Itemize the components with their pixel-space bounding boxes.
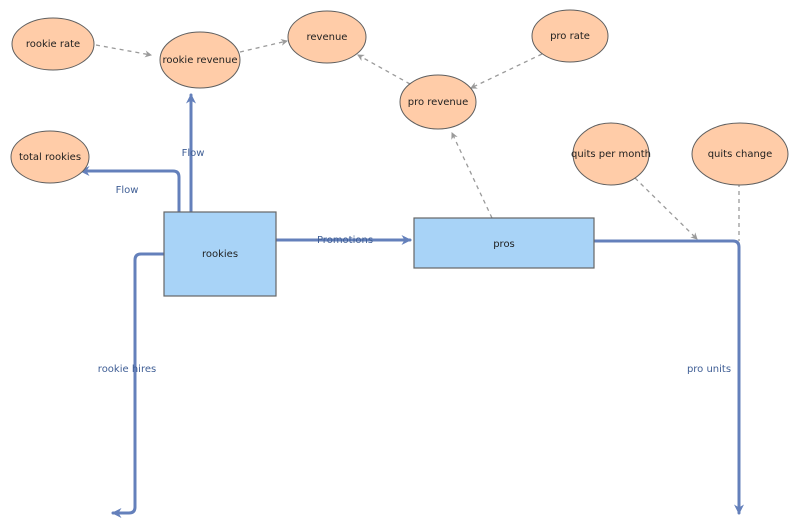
node-revenue[interactable]: revenue (287, 10, 367, 64)
node-pro-rate-label: pro rate (550, 31, 590, 42)
flow-flow-left[interactable] (79, 166, 181, 214)
flow-rookie-hires[interactable] (111, 252, 166, 518)
stock-rookies[interactable]: rookies (163, 211, 277, 297)
link-rookie-rate-to-rookie-revenue (95, 44, 153, 58)
node-rookie-rate[interactable]: rookie rate (11, 17, 95, 71)
node-total-rookies-label: total rookies (19, 152, 81, 163)
node-revenue-label: revenue (307, 32, 348, 43)
node-pro-rate[interactable]: pro rate (531, 9, 609, 63)
flow-label-flow-left: Flow (116, 185, 139, 196)
node-rookie-revenue-label: rookie revenue (163, 55, 238, 66)
node-quits-per-month-label: quits per month (571, 149, 651, 160)
stock-rookies-label: rookies (202, 249, 238, 260)
node-total-rookies[interactable]: total rookies (10, 130, 90, 184)
link-quits-per-month-to-pro-units (634, 177, 698, 240)
link-rookie-revenue-to-revenue (239, 38, 289, 53)
node-quits-per-month[interactable]: quits per month (571, 122, 651, 186)
link-pro-revenue-to-revenue (357, 54, 411, 85)
flow-pro-units[interactable] (593, 239, 744, 515)
flow-label-rookie-hires: rookie hires (98, 364, 156, 375)
stock-pros-label: pros (493, 239, 515, 250)
node-quits-change-label: quits change (708, 149, 773, 160)
node-rookie-rate-label: rookie rate (26, 39, 80, 50)
flow-label-pro-units: pro units (687, 364, 731, 375)
node-pro-revenue-label: pro revenue (408, 97, 468, 108)
node-quits-change[interactable]: quits change (691, 122, 789, 186)
node-rookie-revenue[interactable]: rookie revenue (159, 31, 241, 89)
stock-pros[interactable]: pros (413, 217, 595, 269)
link-pros-to-pro-revenue (451, 132, 493, 219)
flow-label-promotions: Promotions (317, 235, 373, 246)
node-pro-revenue[interactable]: pro revenue (399, 74, 477, 130)
flow-label-flow-up: Flow (182, 148, 205, 159)
link-pro-rate-to-pro-revenue (470, 53, 543, 89)
